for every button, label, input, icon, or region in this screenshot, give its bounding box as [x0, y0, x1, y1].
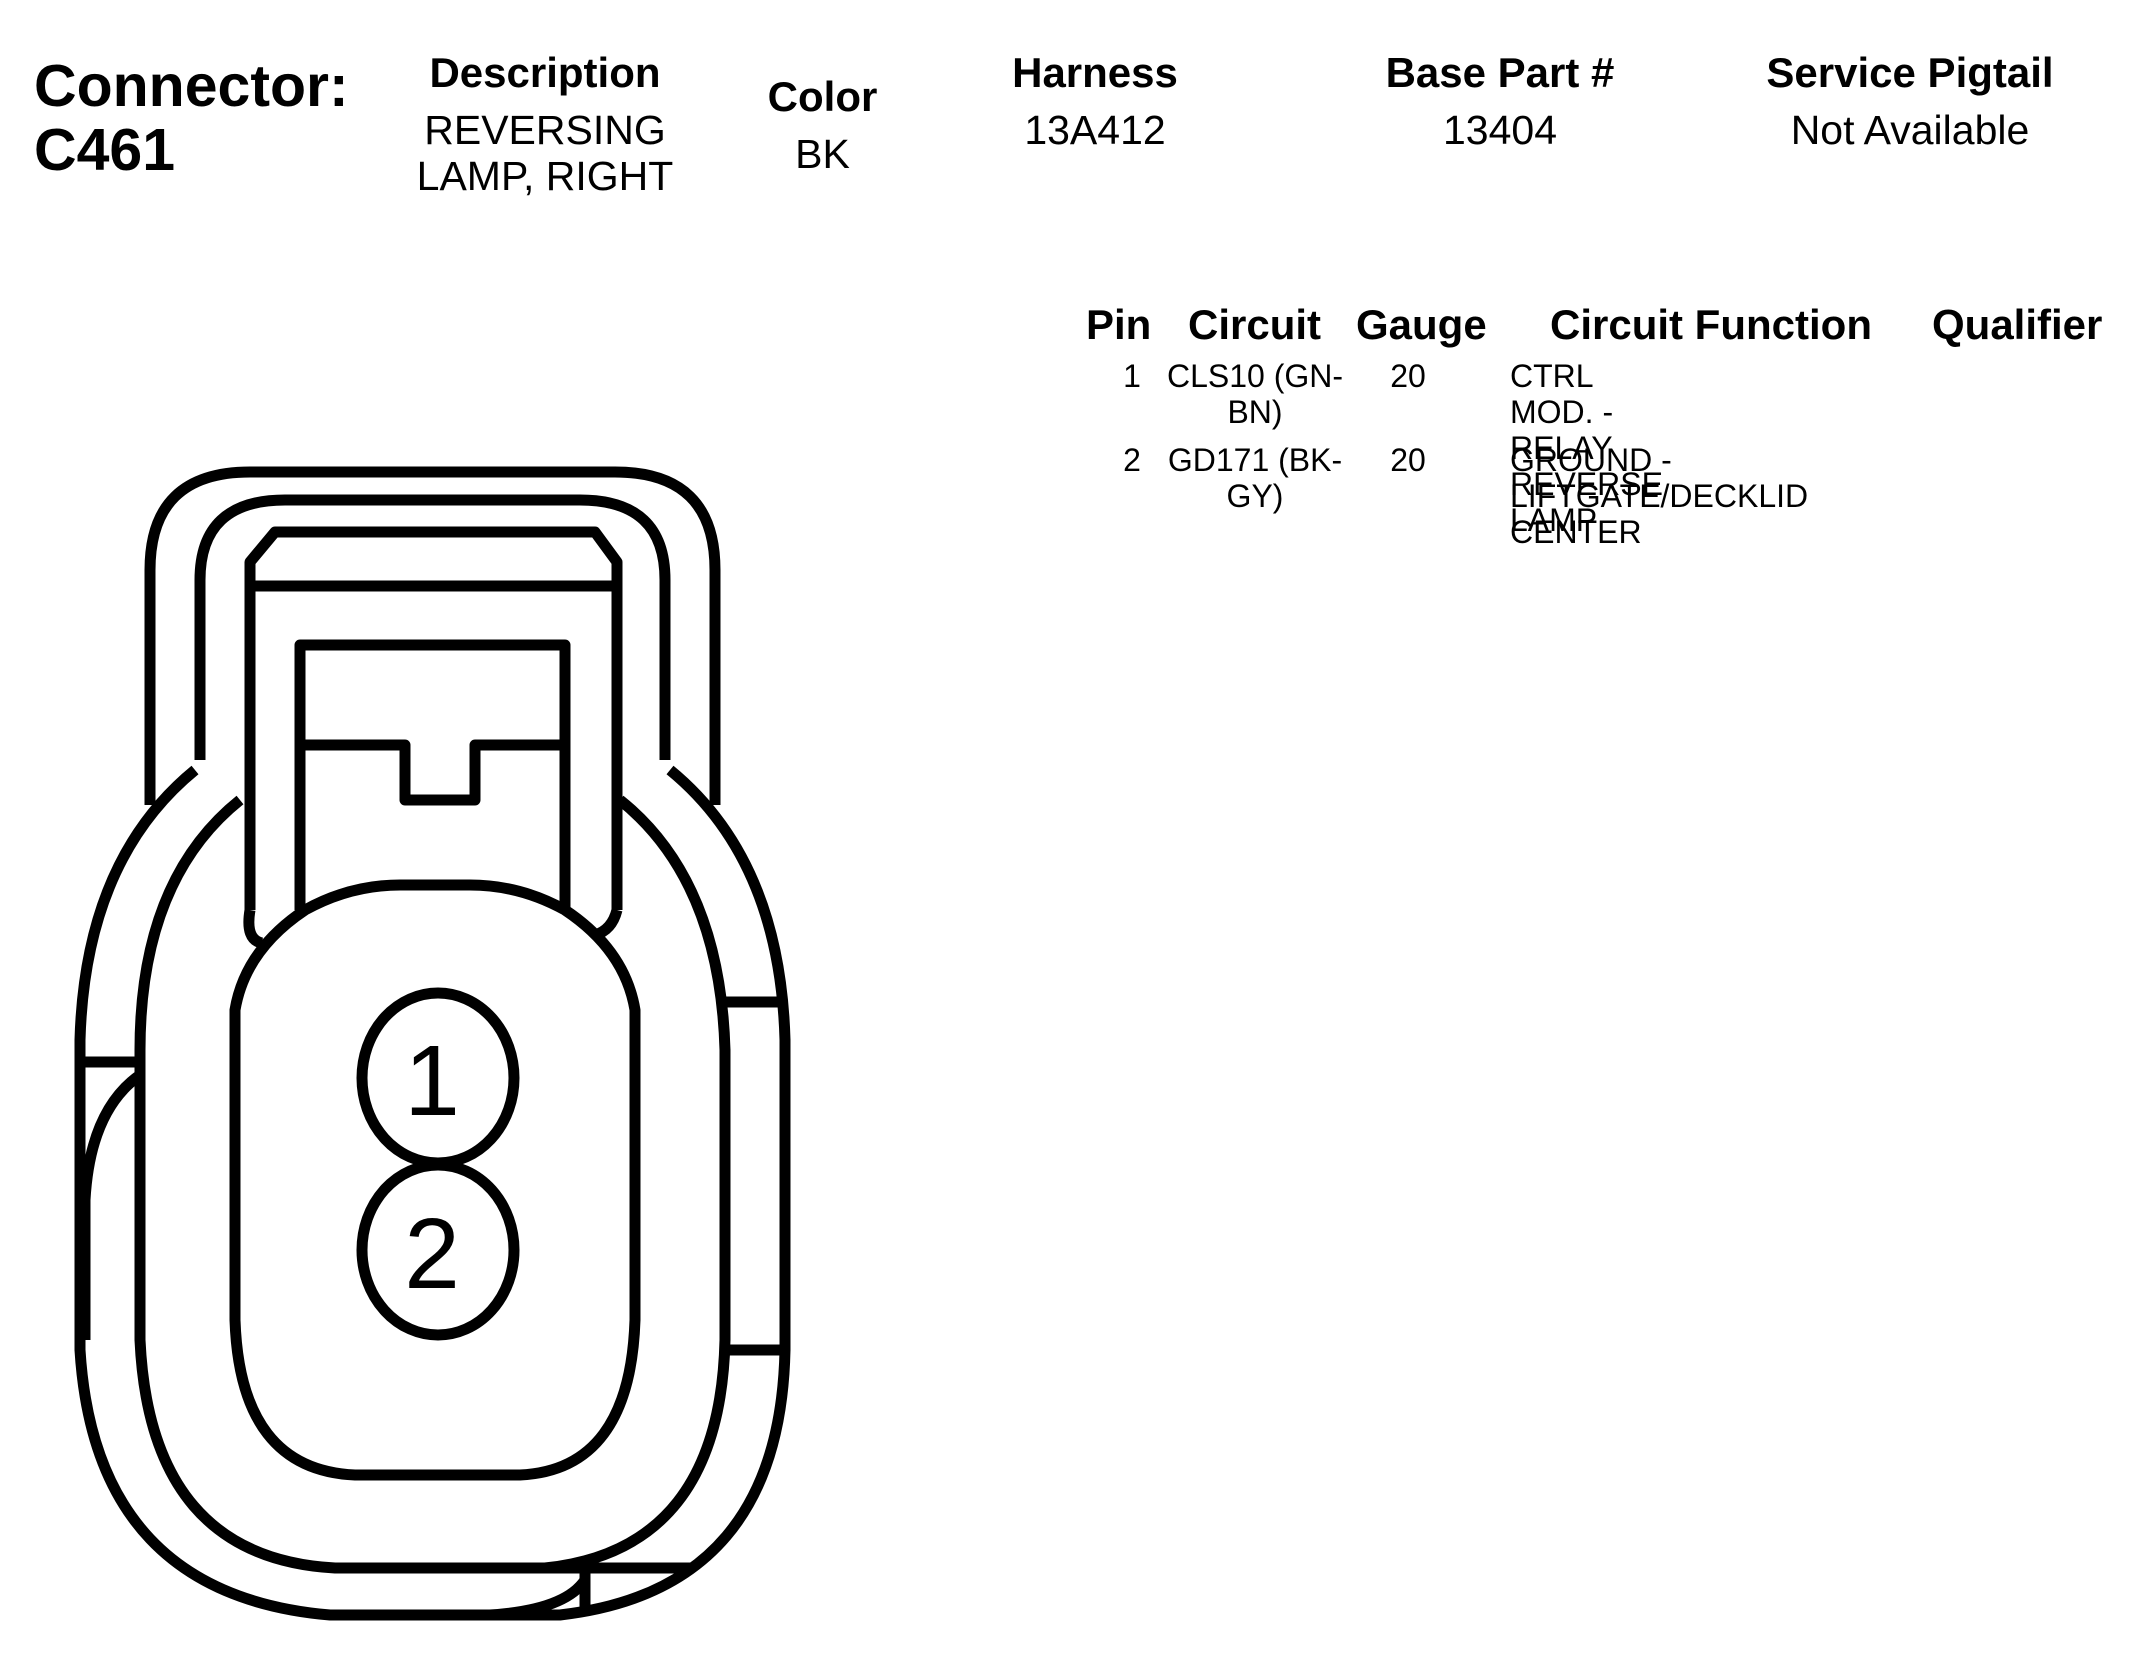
row1-circuit-function: CTRL MOD. - RELAY REVERSE LAMP	[1510, 358, 1663, 538]
pin-table-header-circuit: Circuit	[1188, 301, 1322, 348]
description-value-line2: LAMP, RIGHT	[416, 153, 674, 199]
row2-circuit-line2: GY)	[1226, 478, 1284, 514]
harness-header: Harness	[1012, 49, 1178, 96]
pin-2-label: 2	[404, 1198, 460, 1310]
pin-table-header-qualifier: Qualifier	[1932, 301, 2103, 348]
pin-table-header-pin: Pin	[1086, 301, 1152, 348]
harness-value: 13A412	[1024, 107, 1166, 153]
connector-label: Connector:	[34, 53, 349, 119]
color-column: Color BK	[740, 72, 905, 178]
description-header: Description	[429, 49, 661, 96]
connector-outer-shell	[74, 466, 791, 1621]
row1-gauge: 20	[1390, 358, 1426, 394]
row1-circuit-line2: BN)	[1227, 394, 1283, 430]
service-pigtail-header: Service Pigtail	[1766, 49, 2054, 96]
row2-gauge: 20	[1390, 442, 1426, 478]
base-part-column: Base Part # 13404	[1360, 48, 1640, 154]
row2-pin: 2	[1123, 442, 1141, 478]
latch-housing	[243, 526, 623, 949]
pin-table-header-gauge: Gauge	[1356, 301, 1487, 348]
connector-title: Connector: C461	[34, 54, 349, 182]
base-part-value: 13404	[1442, 107, 1557, 153]
color-header: Color	[767, 73, 878, 120]
pin-table-header-circuit-function: Circuit Function	[1550, 301, 1872, 348]
service-pigtail-column: Service Pigtail Not Available	[1740, 48, 2080, 154]
connector-id: C461	[34, 117, 176, 183]
service-pigtail-value: Not Available	[1790, 107, 2030, 153]
connector-face-diagram: 1 2	[74, 466, 791, 1621]
base-part-header: Base Part #	[1385, 49, 1615, 96]
harness-column: Harness 13A412	[980, 48, 1210, 154]
pin-1-label: 1	[404, 1025, 460, 1137]
pin-2	[356, 1159, 520, 1341]
row2-circuit-function: GROUND - LIFTGATE/DECKLID CENTER	[1510, 442, 1809, 550]
pin-cavity-insert	[229, 879, 641, 1481]
row1-pin: 1	[1123, 358, 1141, 394]
row2-circuit-line1: GD171 (BK-	[1167, 442, 1343, 478]
row1-circuit-line1: CLS10 (GN-	[1166, 358, 1344, 394]
color-value: BK	[795, 131, 850, 177]
description-value-line1: REVERSING	[424, 107, 666, 153]
description-column: Description REVERSING LAMP, RIGHT	[390, 48, 700, 200]
